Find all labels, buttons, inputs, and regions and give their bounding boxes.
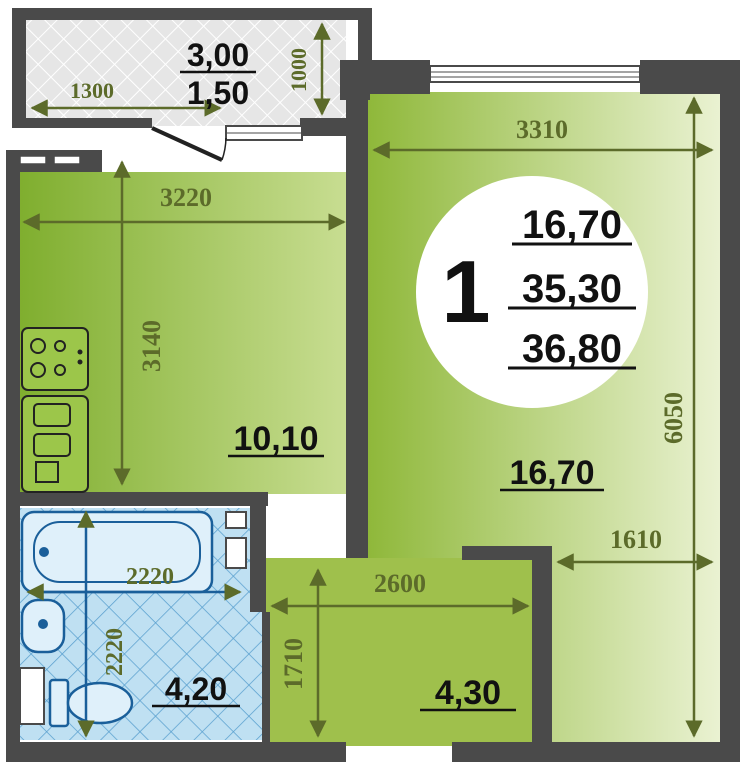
living-width-dimension: 3310: [516, 115, 568, 144]
bath-width-dimension: 2220: [126, 564, 174, 590]
balcony-area: 3,00: [187, 37, 249, 73]
total-area-with-balcony: 36,80: [522, 327, 622, 371]
bathtub-icon: [20, 510, 214, 594]
balcony-door: [151, 125, 303, 162]
bath-length-dimension: 2220: [102, 628, 128, 676]
balcony-depth-dimension: 1000: [286, 48, 311, 92]
balcony-width-dimension: 1300: [70, 78, 114, 103]
bath-area: 4,20: [165, 671, 227, 707]
hall-area: 4,30: [435, 674, 501, 712]
living-area: 16,70: [509, 454, 594, 492]
hall-length-dimension: 1710: [279, 638, 308, 690]
hall-width-dimension: 2600: [374, 569, 426, 598]
balcony-area-reduced: 1,50: [187, 75, 249, 111]
kitchen-area: 10,10: [233, 420, 318, 458]
dimension-lines: [22, 22, 714, 738]
living-niche-dimension: 1610: [610, 525, 662, 554]
stove-icon: [21, 327, 89, 391]
washing-machine-icon: [19, 511, 247, 725]
living-length-dimension: 6050: [659, 392, 688, 444]
kitchen-length-dimension: 3140: [137, 320, 166, 372]
window: [429, 65, 641, 83]
total-area: 35,30: [522, 267, 622, 311]
summary-circle: [416, 176, 648, 408]
kitchen-window: [19, 155, 81, 165]
sink-icon: [21, 395, 89, 493]
hall-floor: [262, 558, 532, 746]
living-area-summary: 16,70: [522, 203, 622, 247]
rooms-count: 1: [442, 242, 491, 341]
toilet-icon: [48, 678, 134, 728]
kitchen-width-dimension: 3220: [160, 183, 212, 212]
washbasin-icon: [20, 598, 66, 654]
